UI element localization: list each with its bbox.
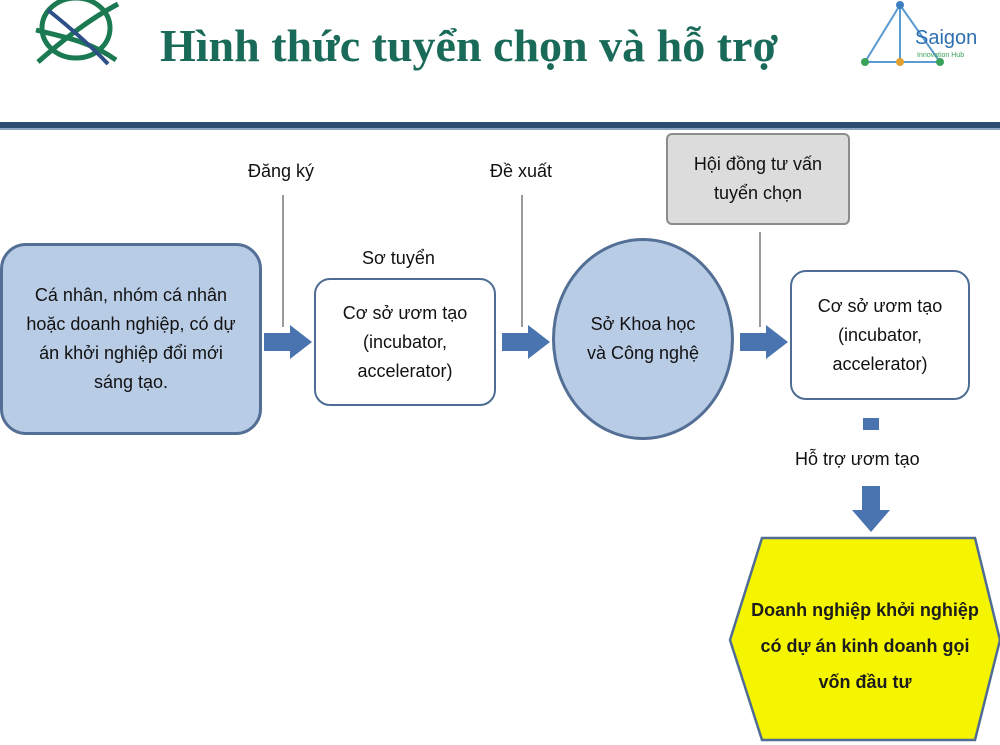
applicant-box: Cá nhân, nhóm cá nhân hoặc doanh nghiệp,… — [0, 243, 262, 435]
outcome-hexagon — [728, 536, 1000, 742]
outcome-text: Doanh nghiệp khởi nghiệp có dự án kinh d… — [751, 600, 979, 692]
department-circle: Sở Khoa học và Công nghệ — [552, 238, 734, 440]
applicant-text: Cá nhân, nhóm cá nhân hoặc doanh nghiệp,… — [26, 285, 236, 392]
arrow-right-icon — [740, 325, 788, 359]
incubator-1-text: Cơ sở ươm tạo (incubator, accelerator) — [342, 302, 468, 381]
incubator-2-text: Cơ sở ươm tạo (incubator, accelerator) — [817, 295, 943, 374]
arrow-down-icon — [852, 486, 890, 532]
saigon-innovation-hub-logo-icon: Saigon Innovation Hub — [861, 1, 977, 66]
incubator-box-1: Cơ sở ươm tạo (incubator, accelerator) — [314, 278, 496, 406]
header-rule — [0, 122, 1000, 128]
register-label: Đăng ký — [248, 161, 315, 181]
logo-subtext: Innovation Hub — [917, 52, 964, 59]
page-title: Hình thức tuyển chọn và hỗ trợ — [160, 20, 778, 71]
logo-text: Saigon — [915, 27, 977, 49]
globe-logo-icon — [35, 0, 120, 66]
support-connector-block — [863, 418, 879, 430]
incubator-box-2: Cơ sở ươm tạo (incubator, accelerator) — [790, 270, 970, 400]
prescreen-label: Sơ tuyển — [362, 248, 435, 268]
header-rule-accent — [0, 128, 1000, 130]
department-text: Sở Khoa học và Công nghệ — [586, 314, 700, 363]
council-box: Hội đồng tư vấn tuyển chọn — [666, 133, 850, 225]
council-text: Hội đồng tư vấn tuyển chọn — [693, 154, 823, 203]
propose-label: Đề xuất — [490, 161, 553, 181]
support-label: Hỗ trợ ươm tạo — [795, 449, 920, 469]
arrow-right-icon — [502, 325, 550, 359]
arrow-right-icon — [264, 325, 312, 359]
